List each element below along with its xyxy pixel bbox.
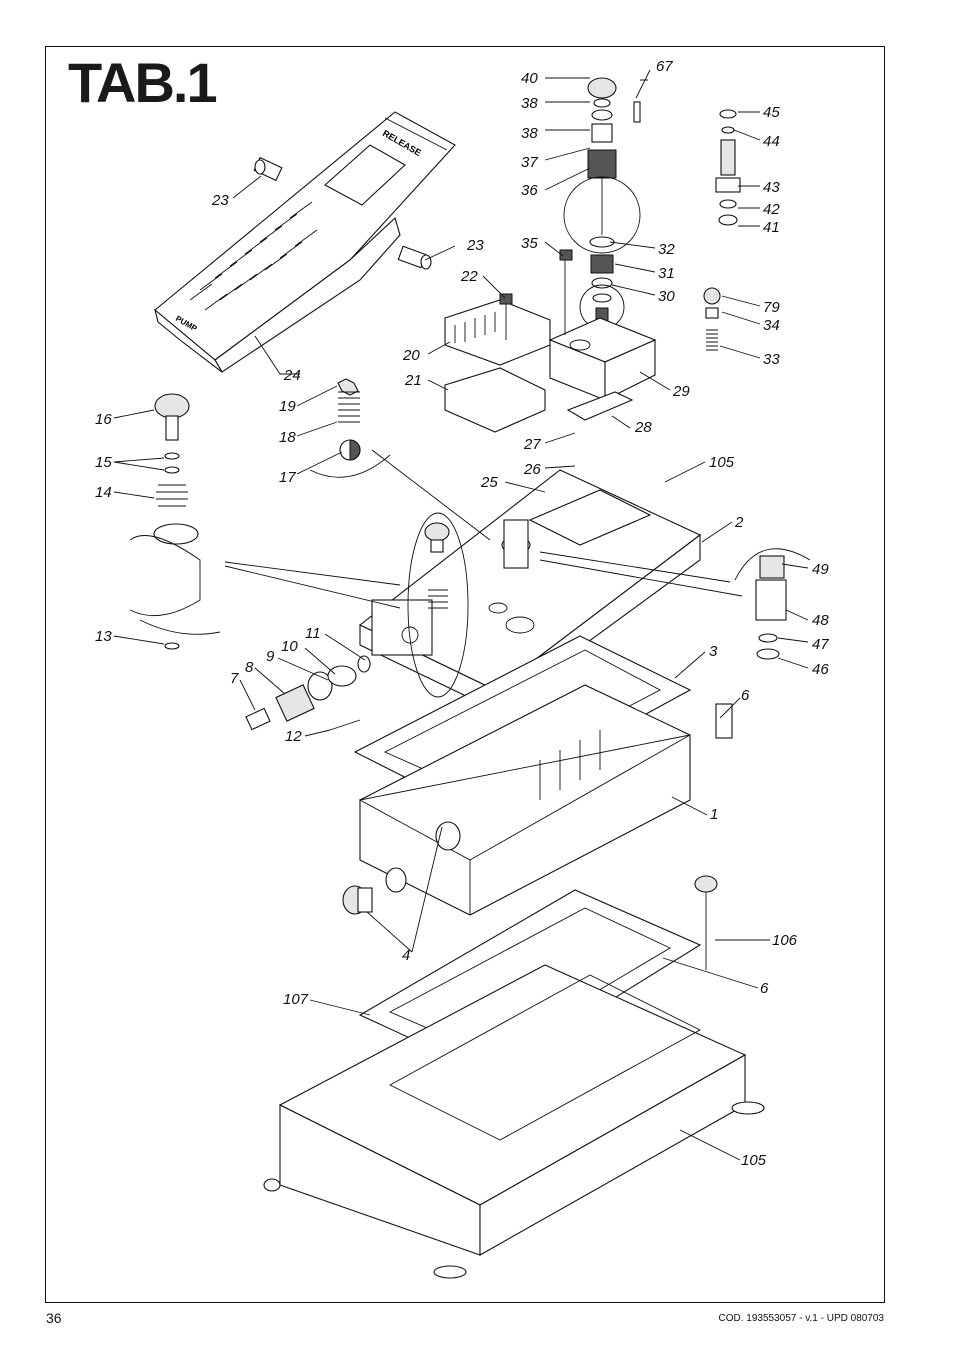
valve-part-48	[755, 555, 787, 660]
callout-11: 11	[305, 625, 321, 642]
callout-107: 107	[283, 991, 309, 1008]
pump-block-part-29	[548, 249, 657, 401]
callout-31: 31	[658, 265, 675, 282]
callout-2: 2	[734, 514, 744, 531]
callout-24: 24	[283, 367, 301, 384]
callout-6: 6	[760, 980, 769, 997]
callout-105: 105	[741, 1152, 767, 1169]
callout-28: 28	[634, 419, 652, 436]
plug-part-4	[342, 885, 373, 915]
dipstick-part-106	[694, 875, 718, 970]
callout-22: 22	[460, 268, 478, 285]
callout-10: 10	[281, 638, 298, 655]
callout-33: 33	[763, 351, 780, 368]
callout-36: 36	[521, 182, 538, 199]
valve-16-18-inset	[424, 522, 450, 609]
callout-17: 17	[279, 469, 296, 486]
valve-stack	[587, 77, 641, 331]
callout-23: 23	[211, 192, 229, 209]
callout-7: 7	[230, 670, 239, 687]
callout-42: 42	[763, 201, 780, 218]
callout-41: 41	[763, 219, 780, 236]
gasket-part-28	[566, 391, 634, 421]
ball-spring-79-33	[703, 287, 721, 351]
callout-26: 26	[523, 461, 541, 478]
callout-18: 18	[279, 429, 296, 446]
document-code: COD. 193553057 - v.1 - UPD 080703	[718, 1313, 884, 1324]
callout-79: 79	[763, 299, 780, 316]
pad-part-21	[444, 367, 546, 433]
spring-part-17-19	[337, 378, 361, 461]
callout-23: 23	[466, 237, 484, 254]
callout-29: 29	[672, 383, 690, 400]
pin-part-23	[253, 156, 432, 270]
callout-46: 46	[812, 661, 829, 678]
callout-49: 49	[812, 561, 829, 578]
callout-44: 44	[763, 133, 780, 150]
callout-labels: 67 40 38 38 37 36 45 44 43 42 41 32 31 3…	[95, 58, 829, 1169]
label-part-6	[715, 703, 733, 739]
callout-43: 43	[763, 179, 780, 196]
page-title: TAB.1	[68, 51, 218, 114]
callout-38: 38	[521, 95, 538, 112]
callout-15: 15	[95, 454, 112, 471]
callout-27: 27	[523, 436, 541, 453]
callout-67: 67	[656, 58, 673, 75]
drawing-frame	[45, 46, 885, 1303]
callout-8: 8	[245, 659, 254, 676]
callout-14: 14	[95, 484, 112, 501]
callout-19: 19	[279, 398, 296, 415]
callout-48: 48	[812, 612, 829, 629]
leader-lines	[113, 69, 809, 1161]
callout-6: 6	[741, 687, 750, 704]
callout-35: 35	[521, 235, 538, 252]
callout-9: 9	[266, 648, 275, 665]
callout-38: 38	[521, 125, 538, 142]
callout-106: 106	[772, 932, 798, 949]
callout-25: 25	[480, 474, 498, 491]
tank-part-1	[358, 684, 691, 916]
callout-12: 12	[285, 728, 302, 745]
pedal-part-24: RELEASE PUMP	[154, 111, 456, 373]
callout-1: 1	[710, 806, 718, 823]
callout-21: 21	[404, 372, 422, 389]
callout-37: 37	[521, 154, 538, 171]
fitting-parts-7-12	[245, 655, 371, 731]
callout-16: 16	[95, 411, 112, 428]
callout-32: 32	[658, 241, 675, 258]
cover-part-20	[444, 299, 551, 366]
callout-13: 13	[95, 628, 112, 645]
callout-40: 40	[521, 70, 538, 87]
screw-part-22	[499, 293, 513, 340]
callout-34: 34	[763, 317, 780, 334]
callout-3: 3	[709, 643, 718, 660]
page-number: 36	[46, 1310, 62, 1326]
callout-105: 105	[709, 454, 735, 471]
relief-valve-41-45	[715, 109, 741, 226]
callout-30: 30	[658, 288, 675, 305]
callout-4: 4	[402, 947, 410, 964]
callout-47: 47	[812, 636, 829, 653]
base-part-105	[263, 964, 765, 1279]
callout-45: 45	[763, 104, 780, 121]
valve-part-16	[153, 393, 199, 650]
callout-20: 20	[402, 347, 420, 364]
